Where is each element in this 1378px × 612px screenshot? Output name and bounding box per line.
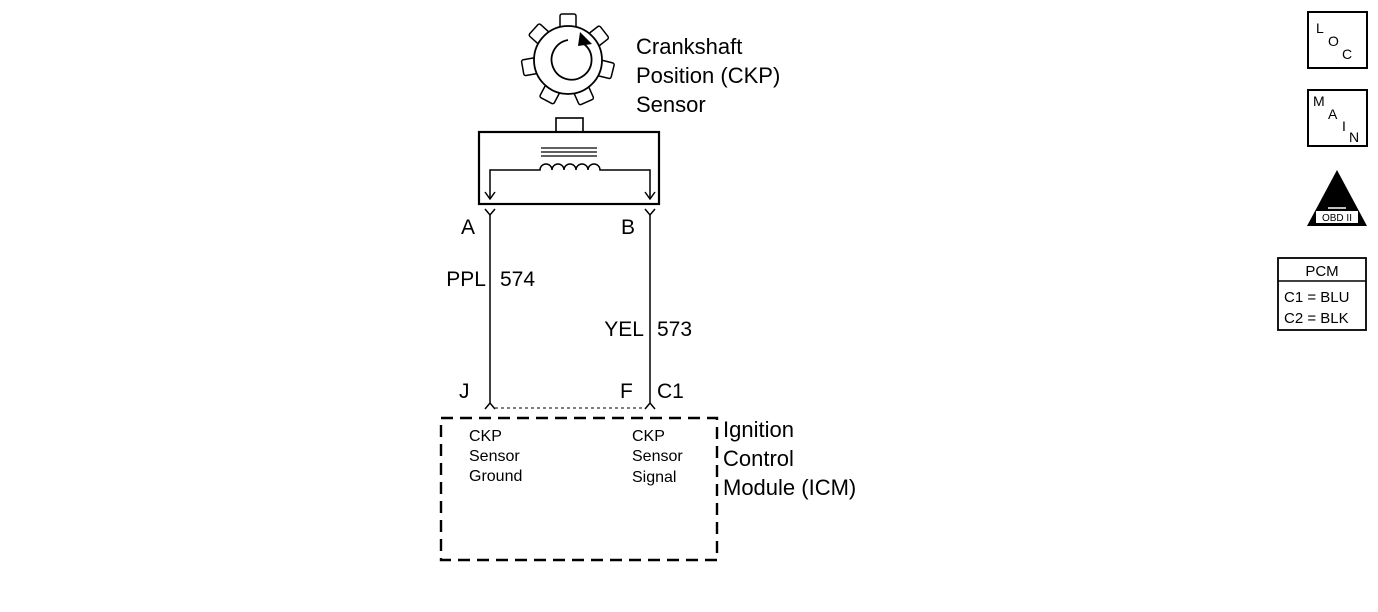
sensor-label-line-1: Crankshaft (636, 34, 742, 59)
icm-module-box (439, 416, 719, 562)
ground-label-line-3: Ground (469, 468, 522, 485)
pcm-row-c1: C1 = BLU (1284, 289, 1349, 306)
pin-f-label: F (620, 380, 633, 403)
ckp-sensor-body (477, 117, 661, 206)
pcm-row-c2: C2 = BLK (1284, 310, 1349, 327)
icm-label-line-3: Module (ICM) (723, 475, 856, 500)
sensor-connector-pin-b (644, 208, 656, 217)
connector-c1-label: C1 (657, 380, 684, 403)
pcm-connector-legend: PCM C1 = BLU C2 = BLK (1277, 257, 1367, 331)
pin-a-label: A (461, 216, 475, 239)
obd-numeral: II (1332, 190, 1343, 211)
main-letter-n: N (1349, 129, 1359, 145)
loc-letter-l: L (1316, 20, 1324, 36)
sensor-label-line-3: Sensor (636, 92, 706, 117)
signal-label-line-2: Sensor (632, 448, 683, 465)
signal-label-line-1: CKP (632, 428, 665, 445)
main-icon[interactable]: M A I N (1307, 89, 1368, 147)
pin-j-label: J (459, 380, 470, 403)
loc-icon[interactable]: L O C (1307, 11, 1368, 69)
wire-b-circuit: 573 (657, 318, 692, 341)
signal-label-line-3: Signal (632, 469, 676, 486)
sensor-label-line-2: Position (CKP) (636, 63, 780, 88)
pcm-title: PCM (1305, 263, 1338, 280)
pin-b-label: B (621, 216, 635, 239)
module-connector-pin-j (484, 401, 496, 410)
obd-ii-icon[interactable]: II OBD II (1307, 170, 1367, 226)
main-letter-a: A (1328, 106, 1338, 122)
crankshaft-wheel-icon (520, 13, 615, 106)
main-letter-i: I (1342, 118, 1346, 134)
wire-b-color: YEL (604, 318, 644, 341)
obd-text: OBD II (1322, 213, 1352, 224)
wire-a-color: PPL (446, 268, 486, 291)
main-letter-m: M (1313, 93, 1325, 109)
loc-letter-c: C (1342, 46, 1352, 62)
loc-letter-o: O (1328, 33, 1339, 49)
sensor-connector-pin-a (484, 208, 496, 217)
wire-a-circuit: 574 (500, 268, 535, 291)
module-connector-pin-f (644, 401, 656, 410)
ground-label-line-1: CKP (469, 428, 502, 445)
icm-label-line-2: Control (723, 446, 794, 471)
ground-label-line-2: Sensor (469, 448, 520, 465)
icm-label-line-1: Ignition (723, 417, 794, 442)
